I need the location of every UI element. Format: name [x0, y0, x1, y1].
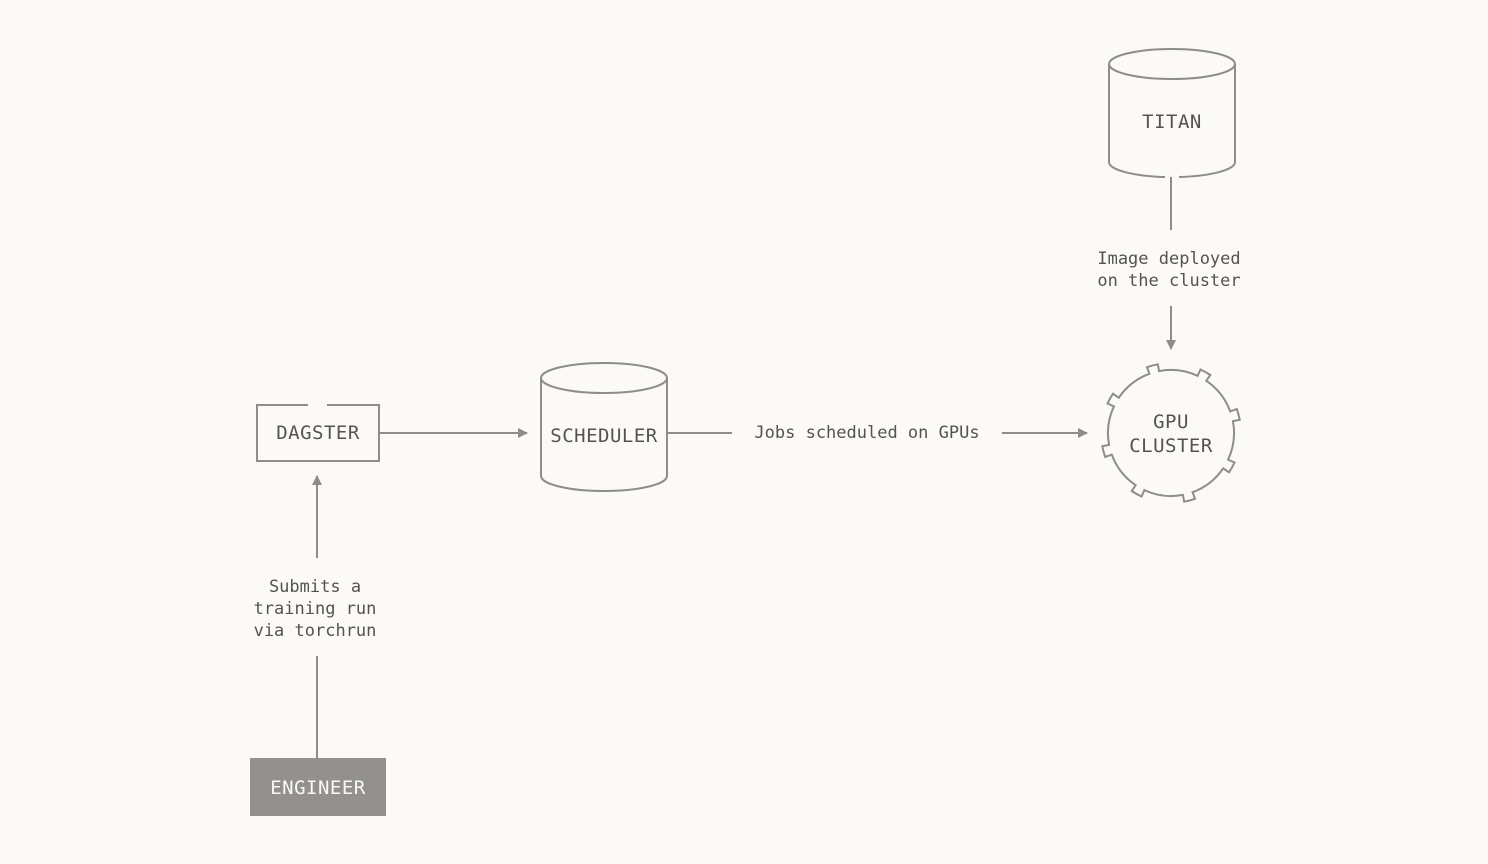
- gpu-cluster-label-line1: GPU: [1153, 411, 1189, 433]
- dagster-node: DAGSTER: [256, 404, 380, 462]
- edge-titan-label-line2: on the cluster: [1097, 271, 1240, 291]
- engineer-node: ENGINEER: [250, 758, 386, 816]
- edge-titan-label-line1: Image deployed: [1097, 249, 1240, 269]
- edge-engineer-label-line1: Submits a: [269, 577, 361, 597]
- gpu-cluster-gear-outline: [1101, 363, 1241, 503]
- gpu-cluster-node: GPU CLUSTER: [1101, 363, 1241, 503]
- scheduler-label: SCHEDULER: [550, 425, 658, 447]
- edge-engineer-label-line2: training run: [254, 599, 377, 619]
- titan-node: TITAN: [1107, 48, 1237, 178]
- edge-engineer-to-dagster: Submits a training run via torchrun: [254, 475, 377, 758]
- engineer-label: ENGINEER: [270, 777, 366, 799]
- titan-label: TITAN: [1142, 111, 1202, 133]
- scheduler-node: SCHEDULER: [540, 362, 668, 492]
- edge-titan-to-gpu-cluster: Image deployed on the cluster: [1097, 177, 1241, 350]
- edge-scheduler-to-gpu-cluster: Jobs scheduled on GPUs: [667, 423, 1088, 443]
- dagster-label: DAGSTER: [276, 422, 360, 444]
- gpu-cluster-label-line2: CLUSTER: [1129, 435, 1213, 457]
- edge-scheduler-label: Jobs scheduled on GPUs: [754, 423, 979, 443]
- edge-engineer-label-line3: via torchrun: [254, 621, 377, 641]
